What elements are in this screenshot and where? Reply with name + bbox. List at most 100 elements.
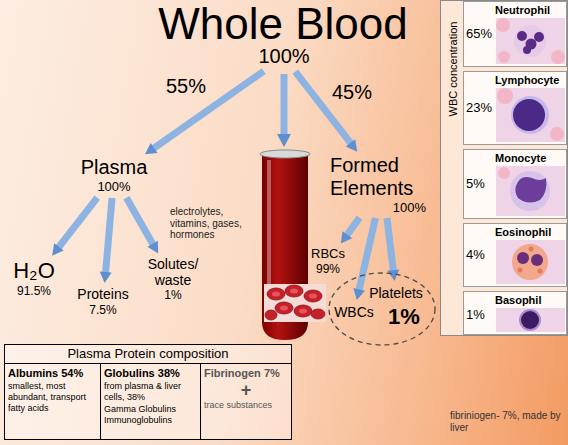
wbc-cell: Basophil1% (463, 291, 567, 335)
panel-title: WBC concentration (446, 4, 460, 134)
platelets-label: Platelets (369, 284, 423, 302)
note-label-holder: electrolytes, vitamins, gases, hormones (170, 206, 250, 241)
node-text: 91.5% (6, 284, 62, 299)
node-text: Plasma (78, 156, 150, 179)
nucleus (515, 177, 546, 203)
node-text: WBCs (332, 303, 376, 321)
red-cell (267, 288, 285, 300)
protein-note: smallest, most abundant, transport fatty… (8, 381, 97, 414)
background-cell (550, 127, 564, 141)
cell-percent: 4% (466, 247, 566, 263)
arrow-head (147, 241, 158, 254)
cell-percent: 23% (466, 100, 566, 116)
cell-ground (463, 149, 567, 219)
connector-shaft (387, 218, 393, 271)
node-text: 1% (384, 304, 424, 330)
cell-name: Neutrophil (495, 3, 566, 17)
proteins-label: Proteins7.5% (72, 286, 134, 318)
cell-center (299, 309, 307, 314)
node-text: 7.5% (72, 303, 134, 318)
red-cell-centers (272, 289, 317, 314)
red-cell (285, 285, 303, 297)
connector (126, 198, 158, 254)
connector (52, 198, 97, 256)
granule (518, 268, 523, 273)
table-heading: Plasma Protein composition (5, 345, 291, 363)
note-label-holder: fibriniogen- 7%, made by liver (450, 410, 566, 434)
note-label: electrolytes, vitamins, gases, hormones (170, 206, 250, 241)
arrow-head (353, 288, 365, 300)
rbc-photo (264, 284, 326, 322)
cell-ground (463, 223, 567, 287)
protein-note: Gamma Globulins Immunoglobulins (104, 404, 197, 426)
protein-name: Globulins 38% (104, 366, 197, 380)
node-text: 99% (308, 262, 348, 277)
protein-note: trace substances (204, 400, 288, 411)
connector-shaft (347, 218, 360, 236)
granule (538, 269, 543, 274)
panel-ground (441, 1, 567, 335)
cell-center (280, 306, 288, 311)
wbc-cell: Eosinophil 4% (463, 223, 567, 287)
arrow-head (52, 243, 63, 255)
background-cell (496, 18, 510, 32)
cell-ground (463, 1, 567, 67)
protein-name: Albumins 54% (8, 366, 97, 380)
connector (341, 218, 360, 244)
red-cell (304, 290, 322, 302)
cell-name: Basophil (495, 293, 566, 307)
cytoplasm (514, 25, 546, 57)
protein-note: from plasma & liver cells, 38% (104, 381, 197, 403)
wbc-cell: Lymphocyte 23% (463, 71, 567, 145)
eosinophil-image (496, 240, 565, 284)
node-text: Formed Elements (330, 154, 436, 200)
cytoplasm (510, 171, 550, 211)
red-cell (294, 305, 312, 317)
wbc-label: WBCs (332, 303, 376, 321)
minor-elements-ellipse: 1% WBCsPlatelets (328, 272, 436, 346)
node-text: RBCs (308, 246, 348, 262)
node-text: 100% (330, 200, 436, 216)
protein-cell: Fibrinogen 7%+trace substances (201, 363, 291, 439)
plus-sign: + (204, 380, 288, 400)
wbc-panel: WBC concentrationNeutrophil65%Lymphocyte… (440, 0, 568, 336)
cell-center (309, 294, 317, 299)
cell-ground (463, 291, 567, 335)
cell-name: Monocyte (495, 151, 566, 165)
solutes-label: Solutes/ waste1% (140, 256, 206, 303)
edge-label: 45% (332, 81, 372, 103)
connector (100, 198, 112, 283)
arrow-head (145, 143, 157, 154)
wbc-cell: Neutrophil65% (463, 1, 567, 67)
note-label: fibriniogen- 7%, made by liver (450, 410, 566, 434)
wbc-cell: Monocyte5% (463, 149, 567, 219)
protein-name: Fibrinogen 7% (204, 366, 288, 380)
nucleus-lobe (517, 31, 527, 41)
nucleus (521, 311, 539, 329)
formed-elements-label: Formed Elements100% (330, 154, 436, 216)
test-tube (262, 154, 308, 340)
connector-shaft (126, 198, 153, 245)
edge-label-holder: 55% (166, 75, 206, 97)
node-text: 100% (254, 44, 314, 68)
nucleus (513, 99, 545, 131)
plasma-label: Plasma100% (78, 156, 150, 196)
cell-ground (463, 71, 567, 145)
background-cell (551, 50, 565, 64)
node-text: H₂O (6, 258, 62, 284)
rbc-label: RBCs99% (308, 246, 348, 277)
node-text: Solutes/ waste (140, 256, 206, 288)
connector-shaft (106, 198, 113, 273)
split-arrow-head (277, 134, 291, 147)
cytoplasm (512, 244, 548, 280)
cell-center (290, 289, 298, 294)
split-arrow-shaft (281, 74, 288, 134)
dashed-ellipse (329, 273, 435, 345)
connector (387, 218, 399, 281)
cell-name: Lymphocyte (495, 73, 566, 87)
arrow-head (100, 272, 112, 283)
background-cell (498, 167, 510, 179)
cell-name: Eosinophil (495, 225, 566, 239)
red-cell (311, 309, 325, 319)
tube-rim (260, 150, 310, 158)
